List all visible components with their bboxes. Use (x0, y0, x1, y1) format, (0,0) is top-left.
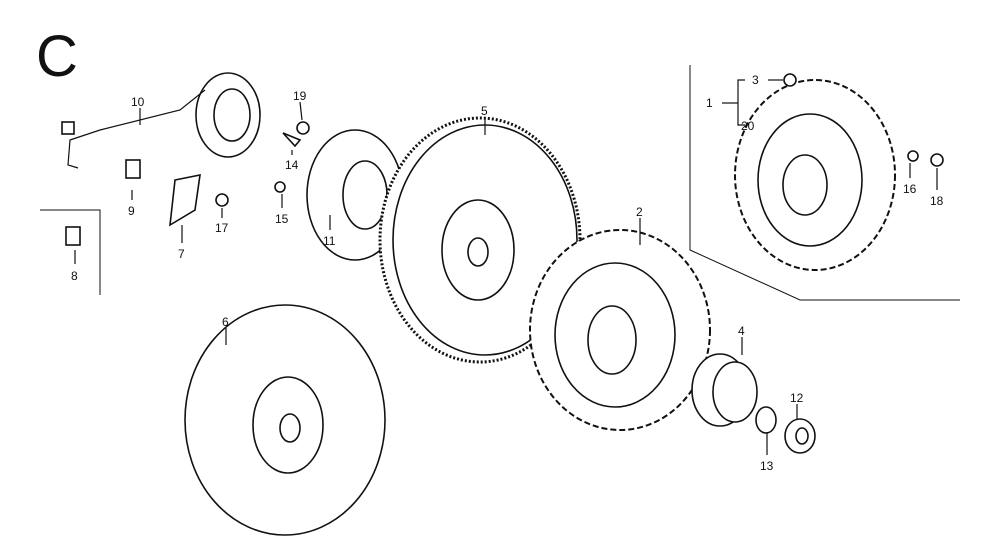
callout-1: 1 (706, 96, 713, 110)
washer-14 (282, 132, 302, 148)
callout-5: 5 (481, 104, 488, 118)
callout-19: 19 (293, 89, 307, 103)
callout-17: 17 (215, 221, 229, 235)
flywheel-6 (184, 304, 386, 536)
clamp-8 (65, 226, 81, 246)
clamp-9 (125, 159, 141, 179)
starter-pulley (691, 353, 758, 427)
callout-6: 6 (222, 315, 229, 329)
callout-4: 4 (738, 324, 745, 338)
nut-3 (783, 73, 797, 87)
cooling-fan-option (734, 79, 896, 271)
washer-13 (755, 406, 777, 434)
callout-7: 7 (178, 247, 185, 261)
callout-15: 15 (275, 212, 289, 226)
callout-2: 2 (636, 205, 643, 219)
stator-coil (61, 72, 261, 169)
callout-12: 12 (790, 391, 804, 405)
callout-11: 11 (323, 234, 336, 248)
section-letter: C (36, 24, 78, 89)
option-frame-right (689, 65, 960, 301)
cooling-fan (529, 229, 711, 431)
callout-9: 9 (128, 204, 135, 218)
flange-nut (784, 418, 816, 454)
callout-10: 10 (131, 95, 145, 109)
callout-18: 18 (930, 194, 944, 208)
callout-3: 3 (752, 73, 759, 87)
callout-20: 20 (741, 119, 755, 133)
washer-16 (907, 150, 919, 162)
leader-lines (74, 79, 938, 455)
callout-16: 16 (903, 182, 917, 196)
bracket-7 (169, 173, 201, 227)
callout-14: 14 (285, 158, 299, 172)
callout-13: 13 (760, 459, 774, 473)
option-frame-left (40, 209, 101, 295)
flywheel-with-ring-gear (378, 116, 582, 364)
bolt-15 (274, 181, 286, 193)
callout-8: 8 (71, 269, 78, 283)
bolt-19 (296, 121, 310, 135)
magnet-ring (306, 129, 404, 261)
bolt-17 (215, 193, 229, 207)
bolt-18 (930, 153, 944, 167)
